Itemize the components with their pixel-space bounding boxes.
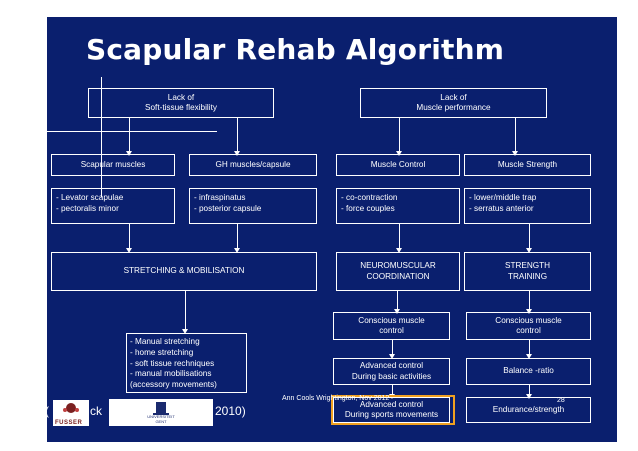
arrow-perf-strength bbox=[512, 118, 518, 156]
control-sports-box: Advanced control During sports movements bbox=[333, 397, 450, 423]
arrow-flex-scap bbox=[126, 118, 132, 156]
endurance-box: Endurance/strength bbox=[466, 397, 591, 423]
gh-list-box: - infraspinatus - posterior capsule bbox=[189, 188, 317, 224]
lack-performance-box: Lack of Muscle performance bbox=[360, 88, 547, 118]
control-conscious-box: Conscious muscle control bbox=[333, 312, 450, 340]
strength-training-box: STRENGTH TRAINING bbox=[464, 252, 591, 291]
slide-title: Scapular Rehab Algorithm bbox=[86, 33, 505, 66]
strength-conscious-box: Conscious muscle control bbox=[466, 312, 591, 340]
arrow-scap-stretch bbox=[126, 224, 132, 253]
muscle-strength-box: Muscle Strength bbox=[464, 154, 591, 176]
arrow-balance-endurance bbox=[526, 385, 532, 399]
university-logo: UNIVERSITEIT GENT bbox=[109, 399, 213, 426]
arrow-strength-training bbox=[526, 224, 532, 253]
arrow-neuro-conscious bbox=[394, 291, 400, 314]
scapular-muscles-box: Scapular muscles bbox=[51, 154, 175, 176]
arrow-training-conscious bbox=[526, 291, 532, 314]
highlight-frame bbox=[331, 395, 455, 425]
scapular-list-box: - Levator scapulae - pectoralis minor bbox=[51, 188, 175, 224]
balance-ratio-box: Balance -ratio bbox=[466, 358, 591, 385]
gh-muscles-box: GH muscles/capsule bbox=[189, 154, 317, 176]
arrow-stretch-methods bbox=[182, 291, 188, 334]
citation-close: 2010) bbox=[215, 404, 246, 418]
control-list-box: - co-contraction - force couples bbox=[336, 188, 460, 224]
control-basic-box: Advanced control During basic activities bbox=[333, 358, 450, 385]
fusser-logo-text: FUSSER bbox=[55, 420, 83, 426]
arrow-gh-stretch bbox=[234, 224, 240, 253]
page-number: 28 bbox=[557, 397, 565, 404]
crosshair-horizontal bbox=[47, 131, 217, 132]
arrow-control-neuro bbox=[396, 224, 402, 253]
arrow-conscious-basic bbox=[389, 340, 395, 359]
muscle-control-box: Muscle Control bbox=[336, 154, 460, 176]
arrow-perf-control bbox=[396, 118, 402, 156]
stretching-box: STRETCHING & MOBILISATION bbox=[51, 252, 317, 291]
neuromuscular-box: NEUROMUSCULAR COORDINATION bbox=[336, 252, 460, 291]
strength-list-box: - lower/middle trap - serratus anterior bbox=[464, 188, 591, 224]
fusser-logo-icon bbox=[63, 403, 79, 413]
methods-box: - Manual stretching - home stretching - … bbox=[126, 333, 247, 393]
crosshair-vertical bbox=[101, 77, 102, 197]
university-logo-icon bbox=[153, 402, 169, 415]
author-footer: Ann Cools Wrightington, Nov 2012 bbox=[282, 395, 390, 402]
arrow-strength-balance bbox=[526, 340, 532, 359]
arrow-flex-gh bbox=[234, 118, 240, 156]
lack-flexibility-box: Lack of Soft-tissue flexibility bbox=[88, 88, 274, 118]
fusser-logo: FUSSER bbox=[53, 400, 89, 426]
citation-open: ( bbox=[47, 404, 49, 418]
university-logo-text: UNIVERSITEIT GENT bbox=[147, 414, 175, 424]
slide: Scapular Rehab Algorithm Lack of Soft-ti… bbox=[47, 17, 617, 442]
arrow-basic-sports bbox=[389, 385, 395, 399]
citation-middle: ck bbox=[90, 404, 102, 418]
